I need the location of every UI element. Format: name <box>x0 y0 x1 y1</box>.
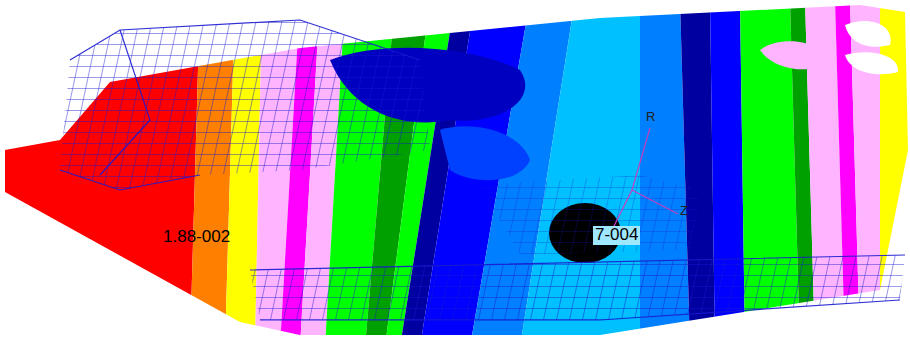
contour-patch <box>760 41 830 69</box>
mesh-edge <box>60 20 905 320</box>
mesh-wireframe <box>60 20 905 320</box>
axis-line <box>612 190 632 230</box>
maximum-value: 1.88-002 <box>163 228 230 247</box>
mesh-region <box>60 20 430 190</box>
axis-line <box>632 190 678 214</box>
mesh-region <box>480 175 700 255</box>
mesh-region <box>250 255 905 320</box>
minimum-value: 7-004 <box>593 226 640 245</box>
contour-patch <box>845 52 898 74</box>
coordinate-triad <box>612 128 678 230</box>
axis-label: R <box>646 110 655 124</box>
contour-patch <box>440 126 530 180</box>
contour-patch <box>845 21 891 47</box>
axis-label: Z <box>680 204 688 218</box>
axis-line <box>632 128 650 190</box>
